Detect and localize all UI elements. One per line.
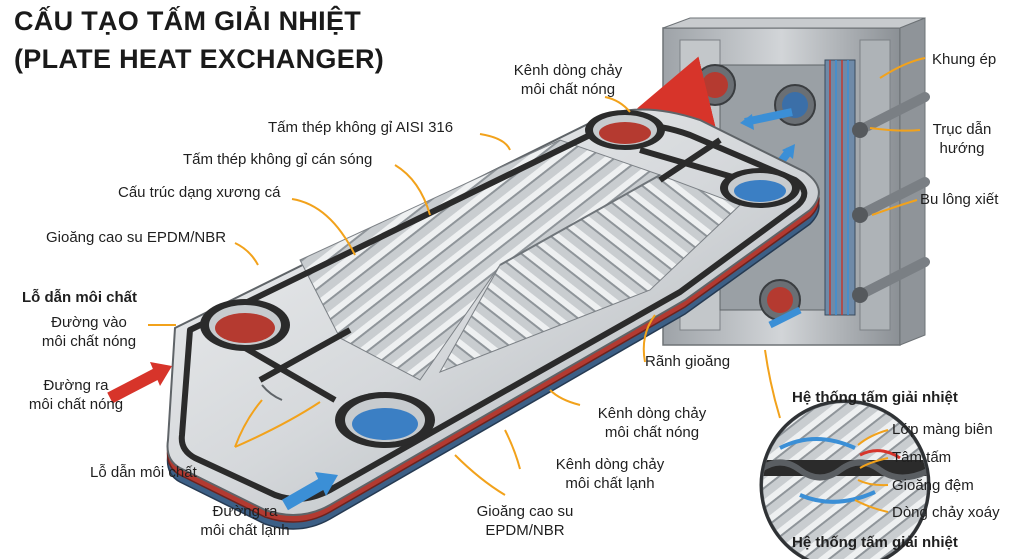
label-line: Kênh dòng chảy — [555, 456, 665, 473]
label-vortex-flow: Dòng chảy xoáy — [892, 504, 1000, 521]
leader-lines — [148, 57, 926, 513]
label-line: Đường vào — [51, 314, 127, 331]
label-line: môi chất lạnh — [200, 522, 290, 539]
blue-arrow-icon — [282, 476, 328, 511]
red-arrow-icon — [637, 56, 716, 127]
label-line: môi chất nóng — [41, 333, 137, 350]
label-cold-outlet: Đường ra môi chất lạnh — [185, 502, 305, 540]
label-guide-rod: Trục dẫn hướng — [922, 120, 1002, 158]
label-hot-channel-top: Kênh dòng chảy môi chất nóng — [488, 61, 648, 99]
page-title: CẤU TẠO TẤM GIẢI NHIỆT — [14, 6, 362, 36]
guide-rods — [852, 92, 930, 303]
label-line: Trục dẫn — [932, 121, 992, 138]
page-subtitle: (PLATE HEAT EXCHANGER) — [14, 44, 385, 74]
label-hot-outlet: Đường ra môi chất nóng — [16, 376, 136, 414]
plate-system-inset — [759, 399, 931, 559]
label-plate-core: Tâm tấm — [892, 449, 952, 466]
label-corrugated-steel: Tấm thép không gỉ cán sóng — [183, 151, 373, 168]
red-arrow-icon — [107, 366, 163, 404]
label-gasket-epdm: Gioăng cao su EPDM/NBR — [46, 229, 227, 246]
label-tie-bolt: Bu lông xiết — [920, 191, 999, 208]
heat-exchanger-plate — [107, 108, 820, 530]
label-line: môi chất nóng — [28, 396, 124, 413]
corrugated-field — [299, 139, 741, 381]
port-cold-outlet — [335, 392, 435, 448]
label-line: Đường ra — [43, 377, 109, 394]
label-line: môi chất nóng — [604, 424, 700, 441]
label-steel-316: Tấm thép không gỉ AISI 316 — [268, 119, 454, 136]
label-cold-channel: Kênh dòng chảy môi chất lạnh — [540, 455, 680, 493]
blue-arrow-icon — [768, 306, 802, 329]
label-system-heading: Hệ thống tấm giải nhiệt — [792, 389, 958, 406]
label-system-caption: Hệ thống tấm giải nhiệt — [792, 534, 958, 551]
label-gasket-pad: Gioăng đệm — [892, 477, 974, 494]
label-line: Kênh dòng chảy — [513, 62, 623, 79]
label-press-frame: Khung ép — [932, 51, 997, 68]
label-gasket-bottom: Gioăng cao su EPDM/NBR — [460, 502, 590, 540]
label-hot-channel-mid: Kênh dòng chảy môi chất nóng — [582, 404, 722, 442]
blue-arrow-icon — [744, 108, 793, 126]
port-hot-inlet — [200, 299, 290, 351]
label-line: môi chất lạnh — [565, 475, 655, 492]
label-ports-bottom: Lỗ dẫn môi chất — [90, 464, 197, 481]
port-cold-top — [720, 168, 800, 208]
label-line: Đường ra — [212, 503, 278, 520]
label-line: hướng — [939, 140, 985, 157]
label-line: EPDM/NBR — [485, 522, 565, 539]
port-hot-top — [585, 110, 665, 150]
label-ports-heading: Lỗ dẫn môi chất — [22, 289, 138, 306]
label-boundary-layer: Lớp màng biên — [892, 421, 993, 438]
label-line: Gioăng cao su — [476, 503, 574, 520]
label-line: môi chất nóng — [520, 81, 616, 98]
label-line: Kênh dòng chảy — [597, 405, 707, 422]
label-gasket-groove: Rãnh gioăng — [645, 353, 731, 370]
label-herringbone: Cấu trúc dạng xương cá — [118, 184, 281, 201]
label-hot-inlet: Đường vào môi chất nóng — [30, 313, 148, 351]
